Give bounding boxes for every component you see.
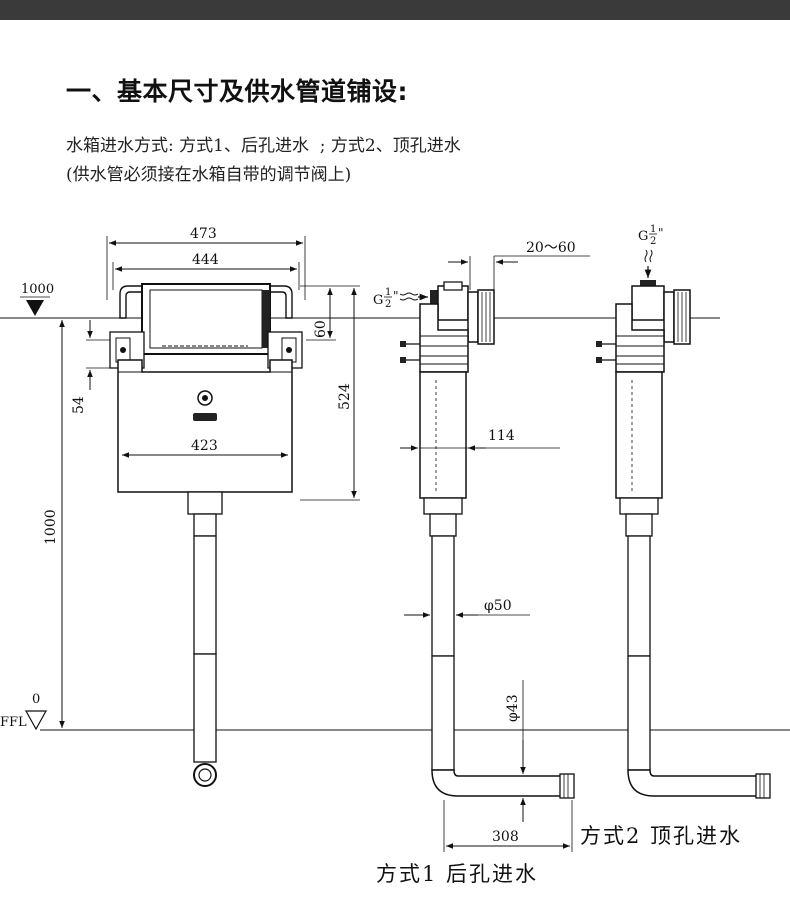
inlet-thread-label-1: G	[373, 293, 383, 308]
dim-phi50-label: φ50	[484, 598, 512, 614]
dim-308-label: 308	[492, 829, 519, 845]
dim-423-label: 423	[191, 438, 218, 454]
dim-vertical-1000: 1000	[43, 320, 65, 728]
dim-phi43-label: φ43	[505, 694, 521, 722]
inlet-thread-num-1: 1	[385, 287, 391, 298]
caption-method-1: 方式1 后孔进水	[376, 862, 539, 886]
dim-60-label: 60	[313, 320, 329, 338]
inlet-thread-den-2: 2	[650, 236, 656, 247]
dim-114-label: 114	[488, 428, 515, 444]
side-view-method-2: G 1 2 "	[596, 224, 771, 799]
inlet-thread-num-2: 1	[650, 224, 656, 235]
dim-444-label: 444	[192, 252, 219, 268]
dim-inlet-range-label: 20～60	[526, 240, 576, 256]
dim-vertical-1000-label: 1000	[43, 509, 59, 545]
inlet-thread-label-2: G	[638, 229, 648, 244]
level-1000-marker: 1000	[20, 282, 54, 316]
level-1000-label: 1000	[21, 282, 54, 297]
front-view: 473 444 423 524	[71, 226, 360, 787]
dim-524-label: 524	[337, 383, 353, 410]
page-title: 一、基本尺寸及供水管道铺设:	[66, 77, 408, 106]
floor-label: FFL	[0, 715, 27, 730]
intro-line-2: (供水管必须接在水箱自带的调节阀上)	[66, 165, 352, 185]
inlet-thread-den-1: 2	[385, 299, 391, 310]
level-zero-label: 0	[32, 692, 40, 707]
dim-54-label: 54	[71, 396, 87, 414]
inlet-thread-suffix-2: "	[658, 226, 664, 240]
dim-473-label: 473	[190, 226, 217, 242]
caption-method-2: 方式2 顶孔进水	[580, 824, 743, 848]
side-view-method-1: 20～60 G 1 2 "	[373, 240, 590, 852]
inlet-thread-suffix-1: "	[393, 289, 399, 303]
floor-marker: 0 FFL	[0, 692, 48, 731]
top-banner	[0, 0, 790, 20]
intro-line-1: 水箱进水方式: 方式1、后孔进水 ; 方式2、顶孔进水	[66, 136, 461, 156]
